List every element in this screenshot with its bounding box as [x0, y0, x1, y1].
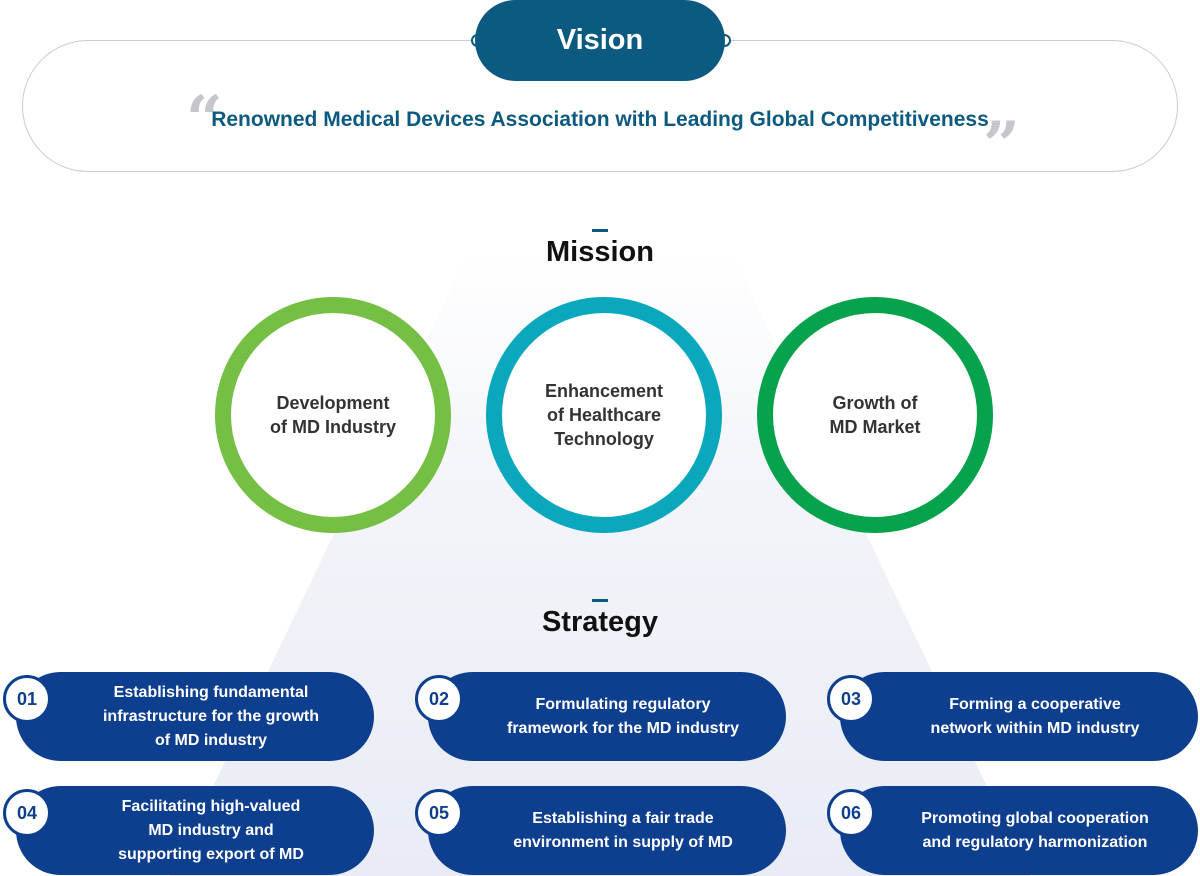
- mission-circle-healthcare: Enhancement of Healthcare Technology: [486, 297, 722, 533]
- strategy-label: Establishing fundamental infrastructure …: [102, 683, 319, 749]
- strategy-number-badge: 05: [415, 789, 463, 837]
- open-quote-icon: “: [186, 82, 223, 157]
- strategy-number-badge: 02: [415, 675, 463, 723]
- strategy-item-02: Formulating regulatory framework for the…: [428, 672, 786, 761]
- strategy-number-badge: 06: [827, 789, 875, 837]
- strategy-label: Forming a cooperative network within MD …: [930, 695, 1140, 737]
- strategy-number-badge: 04: [3, 789, 51, 837]
- mission-marker: [592, 229, 608, 232]
- strategy-title: Strategy: [541, 606, 659, 638]
- strategy-item-01: Establishing fundamental infrastructure …: [16, 672, 374, 761]
- mission-title: Mission: [546, 236, 654, 268]
- vision-title: Vision: [475, 0, 725, 81]
- strategy-label: Facilitating high-valued MD industry and…: [118, 797, 304, 863]
- mission-label: Growth of MD Market: [829, 393, 921, 437]
- strategy-marker: [592, 599, 608, 602]
- mission-label: Development of MD Industry: [270, 393, 396, 437]
- mission-circle-development: Development of MD Industry: [215, 297, 451, 533]
- mission-label: Enhancement of Healthcare Technology: [544, 381, 664, 449]
- strategy-item-06: Promoting global cooperation and regulat…: [840, 786, 1198, 875]
- strategy-item-05: Establishing a fair trade environment in…: [428, 786, 786, 875]
- strategy-label: Promoting global cooperation and regulat…: [921, 809, 1149, 851]
- vision-statement: Renowned Medical Devices Association wit…: [211, 108, 989, 131]
- strategy-number-badge: 01: [3, 675, 51, 723]
- close-quote-icon: ”: [983, 108, 1020, 183]
- strategy-label: Formulating regulatory framework for the…: [506, 695, 740, 737]
- strategy-number-badge: 03: [827, 675, 875, 723]
- strategy-item-03: Forming a cooperative network within MD …: [840, 672, 1198, 761]
- mission-circle-growth: Growth of MD Market: [757, 297, 993, 533]
- strategy-item-04: Facilitating high-valued MD industry and…: [16, 786, 374, 875]
- strategy-label: Establishing a fair trade environment in…: [513, 809, 733, 851]
